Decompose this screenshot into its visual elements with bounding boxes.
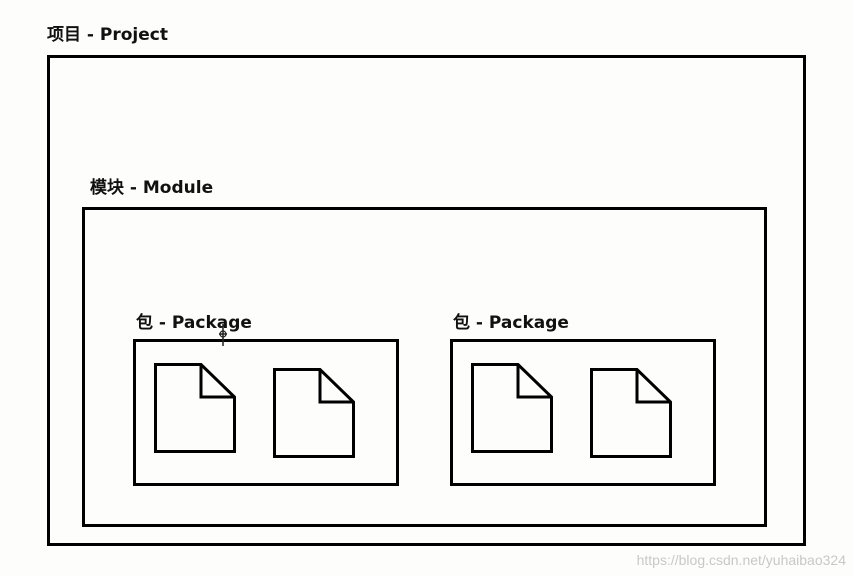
package-label-1: 包 - Package (136, 313, 252, 333)
project-label: 项目 - Project (47, 25, 168, 45)
project-box (47, 55, 806, 546)
module-box (82, 207, 767, 527)
file-icon (273, 368, 355, 458)
cursor-icon (219, 324, 227, 346)
file-icon (590, 368, 672, 458)
module-label: 模块 - Module (90, 178, 214, 198)
package-box-1 (133, 339, 399, 486)
file-icon (154, 363, 236, 453)
package-label-2: 包 - Package (453, 313, 569, 333)
watermark-url: https://blog.csdn.net/yuhaibao324 (636, 552, 846, 568)
file-icon (471, 363, 553, 453)
package-box-2 (450, 339, 716, 486)
